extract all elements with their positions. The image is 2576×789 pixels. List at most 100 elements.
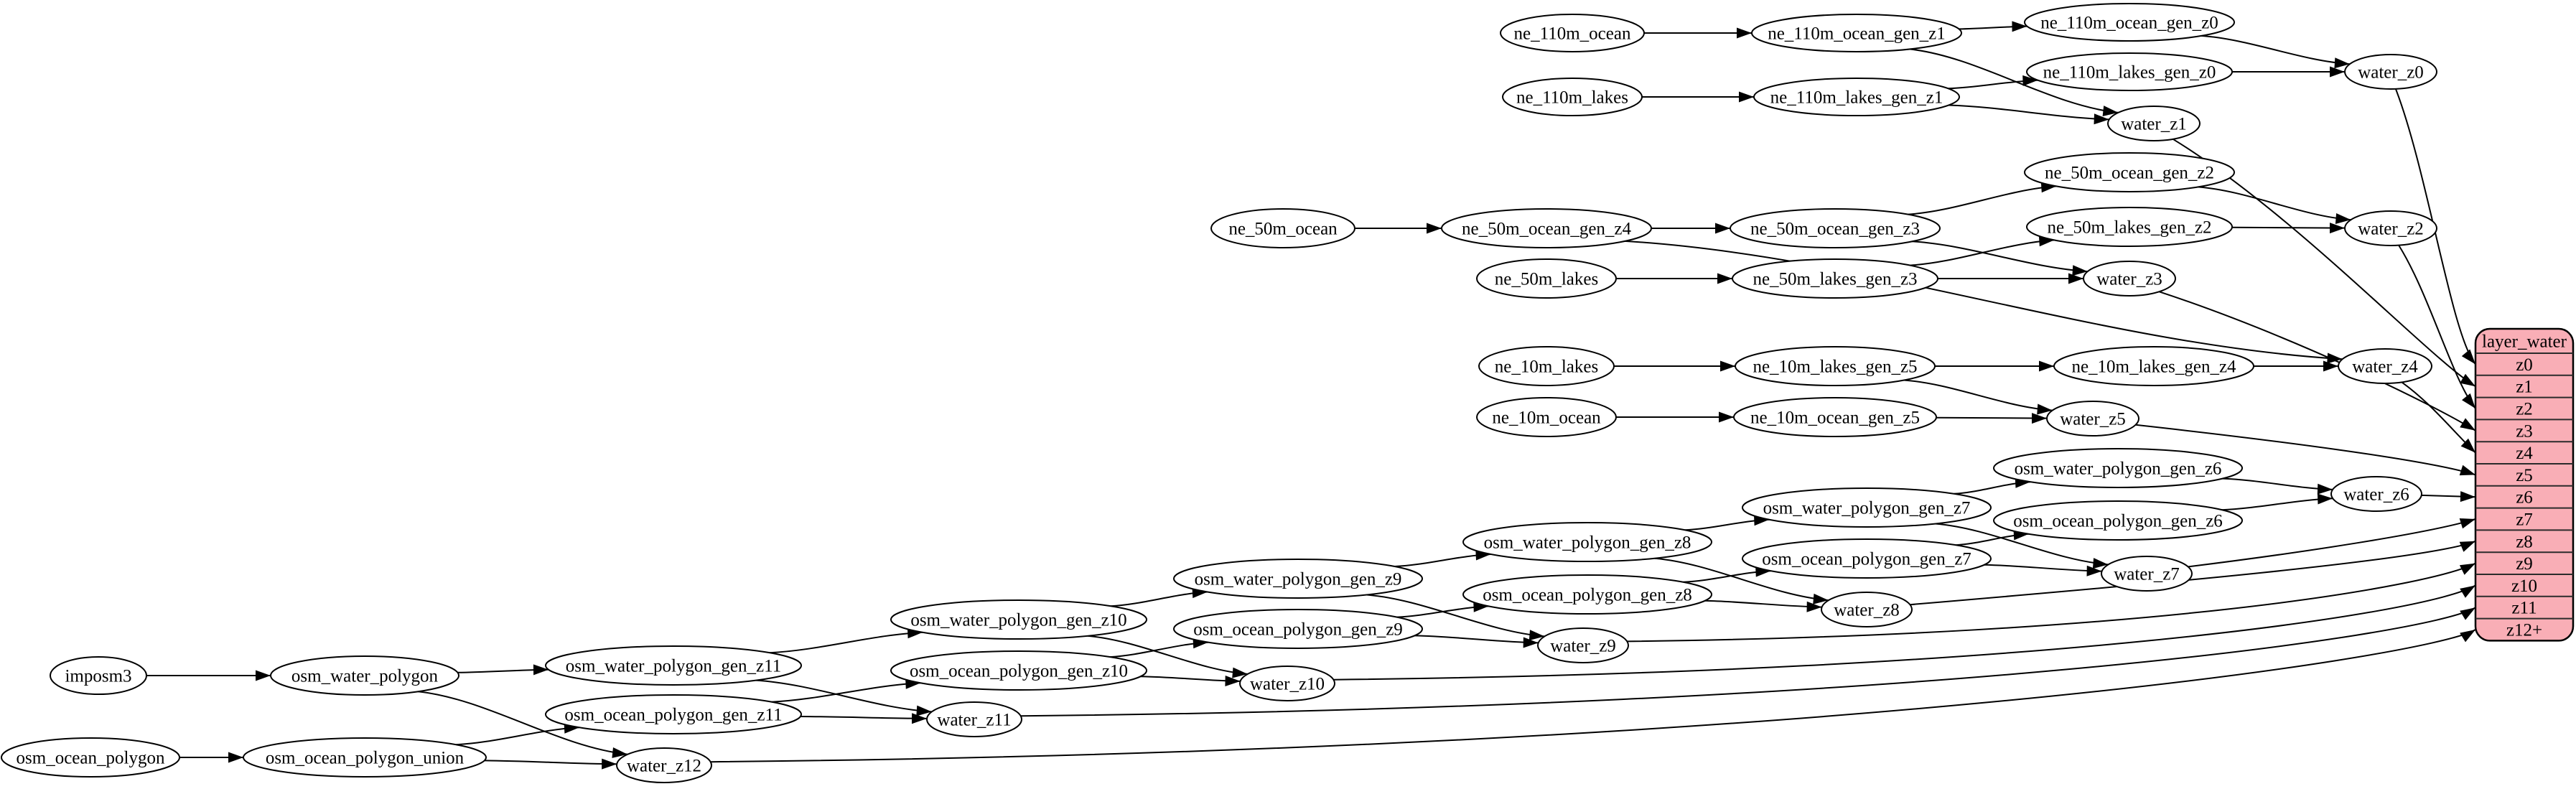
arrowhead-icon (228, 752, 243, 763)
layer-water-row-z9: z9 (2516, 554, 2533, 574)
node-water_z9: water_z9 (1537, 627, 1629, 663)
arrowhead-icon (2461, 349, 2475, 365)
edge-spline (1627, 562, 2476, 643)
node-ellipse (1476, 397, 1617, 437)
edge-spline (2188, 518, 2476, 568)
edge-ne_50m_ocean_gen_z2-to-water_z2 (2198, 186, 2351, 224)
node-ellipse (616, 747, 712, 783)
node-ellipse (1753, 78, 1960, 116)
edge-spline (2135, 424, 2476, 476)
node-ellipse (2107, 106, 2201, 141)
edge-ne_10m_lakes_gen_z5-to-water_z5 (1903, 379, 2053, 415)
edge-spline (1087, 635, 1248, 675)
node-ellipse (2101, 556, 2193, 592)
node-label: ne_110m_lakes_gen_z0 (2043, 63, 2216, 83)
arrowhead-icon (2094, 113, 2109, 125)
node-label: osm_ocean_polygon_gen_z7 (1762, 550, 1971, 569)
node-label: water_z0 (2358, 63, 2424, 83)
node-label: ne_110m_lakes_gen_z1 (1770, 88, 1943, 108)
node-ellipse (1502, 78, 1643, 116)
node-label: osm_ocean_polygon_gen_z10 (910, 662, 1128, 681)
edge-layer (146, 21, 2476, 770)
edge-ne_110m_ocean_gen_z1-to-ne_110m_ocean_gen_z0 (1959, 21, 2027, 32)
edge-osm_ocean_polygon_gen_z7-to-water_z7 (1984, 564, 2102, 576)
edge-ne_110m_ocean_gen_z0-to-water_z0 (2201, 34, 2350, 69)
node-ellipse (1732, 258, 1938, 299)
node-label: ne_10m_ocean_gen_z5 (1750, 408, 1920, 428)
node-label: ne_50m_ocean_gen_z3 (1750, 220, 1920, 239)
edge-osm_ocean_polygon_gen_z6-to-water_z6 (2221, 493, 2333, 511)
arrowhead-icon (916, 705, 932, 716)
node-label: water_z10 (1250, 675, 1325, 694)
edge-spline (1936, 416, 2048, 419)
edge-osm_ocean_polygon-to-osm_ocean_polygon_union (179, 752, 243, 763)
node-ne_10m_lakes_gen_z5: ne_10m_lakes_gen_z5 (1735, 346, 1936, 386)
layer-water-row-z4: z4 (2516, 444, 2533, 463)
arrowhead-icon (2039, 360, 2054, 372)
edge-water_z11-to-layer_water-z11 (1020, 607, 2476, 717)
node-ellipse (270, 655, 459, 696)
arrowhead-icon (2335, 213, 2351, 224)
arrowhead-icon (2068, 273, 2083, 284)
edge-ne_110m_ocean_gen_z1-to-water_z1 (1909, 48, 2119, 116)
node-ellipse (1476, 258, 1617, 299)
node-ne_110m_ocean: ne_110m_ocean (1500, 14, 1645, 52)
node-ne_110m_lakes_gen_z0: ne_110m_lakes_gen_z0 (2026, 52, 2233, 91)
edge-osm_ocean_polygon_gen_z8-to-water_z8 (1704, 599, 1822, 612)
edge-spline (769, 631, 923, 654)
arrowhead-icon (2032, 413, 2047, 424)
edge-ne_10m_ocean-to-ne_10m_ocean_gen_z5 (1616, 411, 1734, 423)
node-label: ne_110m_ocean (1514, 24, 1631, 44)
edge-ne_10m_lakes_gen_z5-to-ne_10m_lakes_gen_z4 (1935, 360, 2054, 372)
node-label: osm_ocean_polygon_gen_z6 (2013, 512, 2223, 531)
edge-spline (1366, 594, 1545, 638)
node-ellipse (1993, 500, 2243, 541)
node-imposm3: imposm3 (50, 656, 147, 695)
node-label: water_z9 (1550, 637, 1616, 656)
arrowhead-icon (1225, 676, 1241, 686)
edge-spline (2198, 186, 2351, 221)
edge-spline (1903, 379, 2053, 411)
node-label: ne_10m_lakes_gen_z5 (1753, 358, 1917, 377)
layer-water-row-z12+: z12+ (2506, 621, 2542, 640)
edge-osm_ocean_polygon_union-to-water_z12 (484, 758, 617, 770)
arrowhead-icon (2460, 418, 2475, 431)
arrowhead-icon (533, 664, 549, 676)
node-label: water_z2 (2358, 220, 2424, 239)
layer-water-table-frame (2474, 327, 2575, 642)
node-label: imposm3 (65, 667, 131, 686)
arrowhead-icon (1715, 223, 1730, 234)
layer-water-header: layer_water (2482, 332, 2567, 352)
node-water_z0: water_z0 (2344, 54, 2437, 90)
node-ne_10m_lakes: ne_10m_lakes (1478, 346, 1615, 386)
edge-ne_50m_lakes_gen_z2-to-water_z2 (2231, 223, 2346, 234)
edge-ne_50m_lakes_gen_z3-to-water_z3 (1937, 273, 2083, 284)
edge-water_z5-to-layer_water-z5 (2135, 424, 2476, 476)
node-ellipse (545, 694, 802, 734)
arrowhead-icon (256, 670, 271, 681)
node-ne_50m_lakes: ne_50m_lakes (1476, 258, 1617, 299)
edge-spline (1908, 185, 2057, 215)
edge-spline (1654, 557, 1829, 602)
node-label: ne_50m_ocean_gen_z2 (2045, 164, 2214, 183)
node-ellipse (1441, 208, 1652, 248)
node-osm_ocean_polygon_gen_z7: osm_ocean_polygon_gen_z7 (1742, 538, 1992, 579)
node-ellipse (926, 701, 1022, 737)
arrowhead-icon (2323, 360, 2338, 372)
node-ellipse (2024, 3, 2235, 42)
node-ellipse (890, 599, 1147, 640)
arrowhead-icon (1427, 223, 1442, 234)
edge-water_z2-to-layer_water-z2 (2398, 245, 2476, 409)
arrowhead-icon (2102, 106, 2119, 116)
node-label: water_z3 (2096, 270, 2162, 289)
node-osm_water_polygon_gen_z9: osm_water_polygon_gen_z9 (1173, 559, 1423, 599)
arrowhead-icon (2317, 493, 2333, 505)
edge-spline (2201, 34, 2350, 65)
edge-spline (1935, 523, 2109, 566)
edge-ne_10m_ocean_gen_z5-to-water_z5 (1936, 413, 2048, 424)
arrowhead-icon (2012, 21, 2027, 32)
arrowhead-icon (2317, 483, 2333, 495)
node-ellipse (50, 656, 147, 695)
edge-spline (1909, 48, 2119, 113)
edge-water_z6-to-layer_water-z6 (2421, 491, 2476, 503)
